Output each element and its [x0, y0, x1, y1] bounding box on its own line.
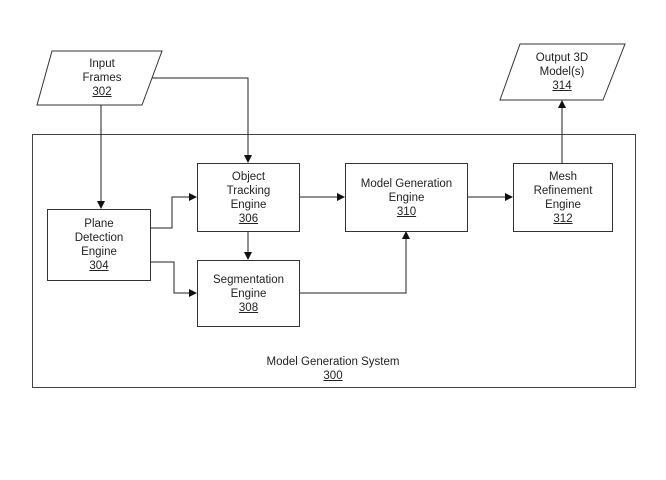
object-tracking-line-3: Engine [230, 198, 267, 211]
plane-detection-ref: 304 [89, 260, 109, 272]
mesh-refinement-line-2: Refinement [533, 184, 593, 197]
segmentation-node: Segmentation Engine 308 [197, 260, 300, 327]
model-generation-node: Model Generation Engine 310 [345, 163, 468, 232]
model-generation-ref: 310 [396, 205, 417, 218]
output-models-line-2: Model(s) [539, 66, 585, 78]
output-models-node: Output 3D Model(s) 314 [522, 45, 602, 99]
object-tracking-line-2: Tracking [226, 184, 271, 197]
edge-tracking-plane [144, 193, 197, 232]
mesh-refinement-line-3: Engine [545, 198, 581, 211]
segmentation-line-2: Engine [230, 287, 267, 300]
plane-detection-line-2: Detection [74, 232, 124, 244]
object-tracking-node: Object Tracking Engine 306 [197, 163, 300, 232]
system-ref: 300 [323, 370, 343, 382]
system-label-text: Model Generation System [266, 356, 400, 368]
edge-segmentation-modelgen [293, 231, 410, 297]
plane-detection-line-3: Engine [81, 246, 117, 258]
output-models-line-1: Output 3D [535, 52, 589, 64]
plane-detection-line-1: Plane [84, 218, 114, 230]
input-frames-line-2: Frames [82, 72, 122, 84]
system-label: Model Generation System 300 [233, 355, 433, 383]
edge-segmentation-plane [144, 258, 197, 297]
object-tracking-ref: 306 [238, 212, 259, 225]
input-frames-line-1: Input [89, 58, 115, 70]
model-generation-line-2: Engine [388, 191, 425, 204]
input-frames-node: Input Frames 302 [62, 52, 142, 104]
model-generation-line-1: Model Generation [360, 177, 453, 190]
output-models-ref: 314 [552, 80, 572, 92]
input-frames-shape [36, 50, 163, 106]
segmentation-ref: 308 [238, 301, 259, 314]
input-frames-ref: 302 [92, 86, 112, 98]
output-models-shape [499, 43, 626, 101]
plane-detection-node: Plane Detection Engine 304 [47, 209, 151, 281]
mesh-refinement-node: Mesh Refinement Engine 312 [513, 163, 613, 232]
segmentation-line-1: Segmentation [213, 273, 284, 286]
mesh-refinement-line-1: Mesh [548, 170, 578, 183]
system-container [32, 134, 636, 388]
edge-input-to-tracking [152, 77, 252, 163]
mesh-refinement-ref: 312 [553, 212, 573, 225]
object-tracking-line-1: Object [231, 170, 266, 183]
